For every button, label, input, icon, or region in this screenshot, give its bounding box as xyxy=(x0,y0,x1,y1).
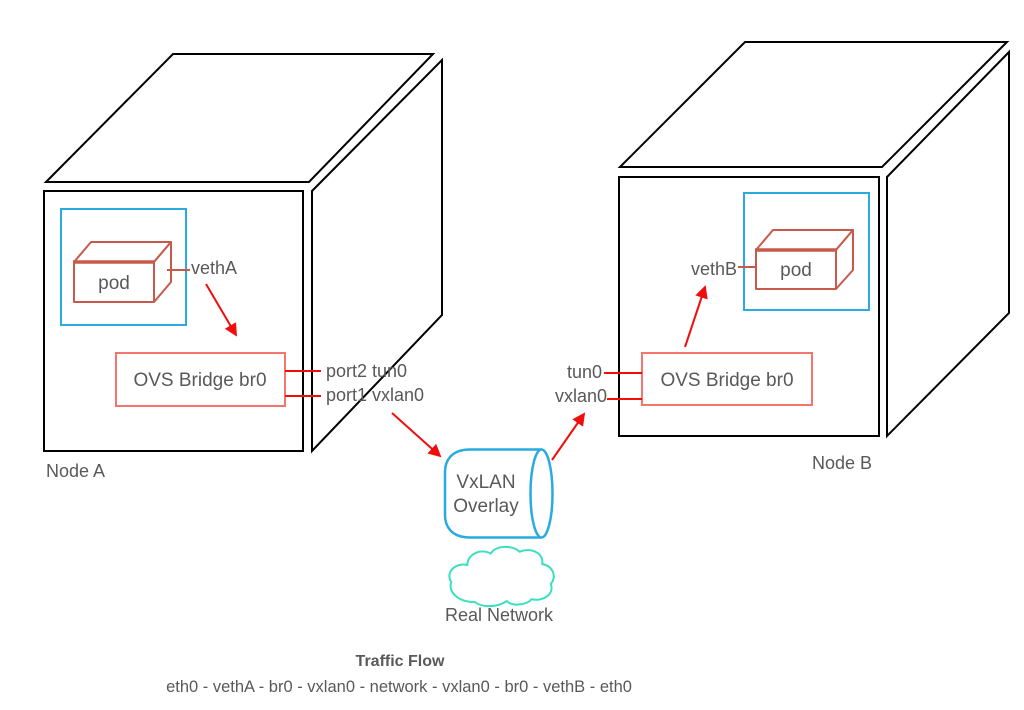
node-b-pod-label: pod xyxy=(780,260,812,281)
node-b-cube-top-face xyxy=(617,41,1010,168)
node-a-cube-right-face xyxy=(311,57,443,454)
node-b-veth-label: vethB xyxy=(691,259,737,279)
cylinder-end-cap xyxy=(529,448,554,539)
node-a-pod-namespace-box xyxy=(60,208,187,326)
node-b-ovs-bridge-box xyxy=(641,352,813,406)
node-a-port1-label: port1 vxlan0 xyxy=(326,385,424,405)
overlay-label-line2: Overlay xyxy=(453,496,519,517)
arrow-vxlan-a-to-overlay xyxy=(391,412,442,458)
node-b-tun0-label: tun0 xyxy=(567,362,602,382)
node-b-ovs-bridge-label: OVS Bridge br0 xyxy=(660,370,793,391)
arrow-overlay-to-vxlan-b xyxy=(551,412,586,461)
arrow-bridge-b-to-veth xyxy=(684,285,708,348)
node-b-pod-box: pod xyxy=(755,229,854,290)
node-b-label: Node B xyxy=(812,453,872,473)
node-b-vxlan0-label: vxlan0 xyxy=(555,386,607,406)
cylinder-body xyxy=(443,448,542,539)
node-a-port2-label: port2 tun0 xyxy=(326,361,407,381)
traffic-flow-title: Traffic Flow xyxy=(356,653,445,670)
node-a-cube-top-face xyxy=(43,53,436,183)
node-b-pod-front-face xyxy=(755,249,837,290)
node-a-veth-label: vethA xyxy=(191,258,237,278)
node-a-pod-front-face xyxy=(73,261,155,303)
real-network-cloud xyxy=(448,545,555,608)
real-network-label: Real Network xyxy=(445,605,554,625)
node-a-pod-box: pod xyxy=(73,241,172,303)
traffic-flow-sequence: eth0 - vethA - br0 - vxlan0 - network - … xyxy=(166,678,632,696)
node-b-pod-namespace-box xyxy=(743,192,870,311)
node-a-cube-front-face xyxy=(43,190,304,452)
node-a-ovs-bridge-label: OVS Bridge br0 xyxy=(133,370,266,391)
vxlan-overlay-cylinder: VxLAN Overlay xyxy=(443,448,554,539)
node-a-ovs-bridge-box xyxy=(115,352,286,407)
arrow-veth-a-to-bridge xyxy=(205,283,237,337)
node-a-pod-label: pod xyxy=(98,273,130,294)
overlay-label-line1: VxLAN xyxy=(456,472,515,493)
node-b-cube-right-face xyxy=(886,49,1010,439)
node-a-cube xyxy=(43,53,443,454)
node-a-label: Node A xyxy=(46,461,105,481)
